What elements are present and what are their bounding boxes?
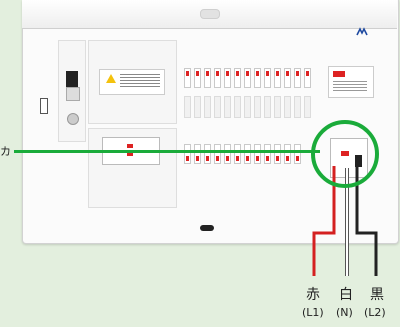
warning-text-lines	[120, 74, 160, 88]
pointer-label: カ	[0, 145, 11, 158]
blank-slot	[184, 96, 191, 118]
breaker[interactable]	[184, 144, 191, 164]
module-red-mark	[127, 144, 133, 148]
breaker[interactable]	[224, 68, 231, 88]
label-text-lines	[333, 81, 367, 91]
blank-slot	[284, 96, 291, 118]
breaker-row-middle	[182, 96, 322, 140]
breaker[interactable]	[284, 68, 291, 88]
blank-slot	[214, 96, 221, 118]
wire-code-white: (N)	[336, 306, 353, 319]
breaker[interactable]	[294, 144, 301, 164]
wire-code-black: (L2)	[364, 306, 386, 319]
right-label-module	[328, 66, 374, 98]
warning-triangle-icon	[106, 74, 116, 83]
breaker-row-top	[182, 66, 322, 90]
breaker[interactable]	[304, 68, 311, 88]
main-switch[interactable]	[66, 71, 78, 87]
bottom-latch[interactable]	[200, 225, 214, 231]
breaker[interactable]	[244, 68, 251, 88]
breaker[interactable]	[264, 144, 271, 164]
breaker[interactable]	[274, 144, 281, 164]
breaker[interactable]	[294, 68, 301, 88]
blank-slot	[294, 96, 301, 118]
main-breaker-section	[58, 40, 86, 142]
terminal-screw	[355, 155, 362, 167]
warning-section	[88, 40, 177, 124]
main-switch-knob	[67, 113, 79, 125]
side-tag	[40, 98, 48, 114]
breaker[interactable]	[214, 68, 221, 88]
blank-slot	[194, 96, 201, 118]
terminal-red-mark	[341, 151, 349, 156]
breaker[interactable]	[264, 68, 271, 88]
breaker[interactable]	[244, 144, 251, 164]
breaker[interactable]	[214, 144, 221, 164]
breaker[interactable]	[204, 144, 211, 164]
warning-label	[99, 69, 165, 95]
blank-slot	[304, 96, 311, 118]
breaker-row-bottom	[182, 142, 322, 166]
maker-logo-icon	[356, 27, 368, 36]
wire-label-white: 白	[339, 287, 353, 303]
main-switch-base	[66, 87, 80, 101]
blank-slot	[234, 96, 241, 118]
lid-handle[interactable]	[200, 9, 220, 19]
breaker[interactable]	[184, 68, 191, 88]
breaker[interactable]	[204, 68, 211, 88]
module-red-mark	[127, 152, 133, 156]
blank-slot	[244, 96, 251, 118]
wire-code-red: (L1)	[302, 306, 324, 319]
highlight-circle	[311, 120, 379, 188]
wire-label-black: 黒	[370, 287, 384, 303]
red-wire	[312, 166, 336, 276]
blank-slot	[264, 96, 271, 118]
red-label-mark	[333, 71, 345, 77]
blank-slot	[224, 96, 231, 118]
breaker[interactable]	[274, 68, 281, 88]
black-wire	[355, 166, 378, 276]
breaker[interactable]	[254, 68, 261, 88]
wire-label-red: 赤	[306, 287, 320, 303]
pointer-line	[14, 150, 320, 153]
blank-slot	[204, 96, 211, 118]
breaker[interactable]	[224, 144, 231, 164]
breaker[interactable]	[284, 144, 291, 164]
breaker[interactable]	[234, 68, 241, 88]
breaker[interactable]	[254, 144, 261, 164]
breaker[interactable]	[194, 144, 201, 164]
breaker[interactable]	[194, 68, 201, 88]
blank-slot	[254, 96, 261, 118]
blank-slot	[274, 96, 281, 118]
breaker[interactable]	[234, 144, 241, 164]
